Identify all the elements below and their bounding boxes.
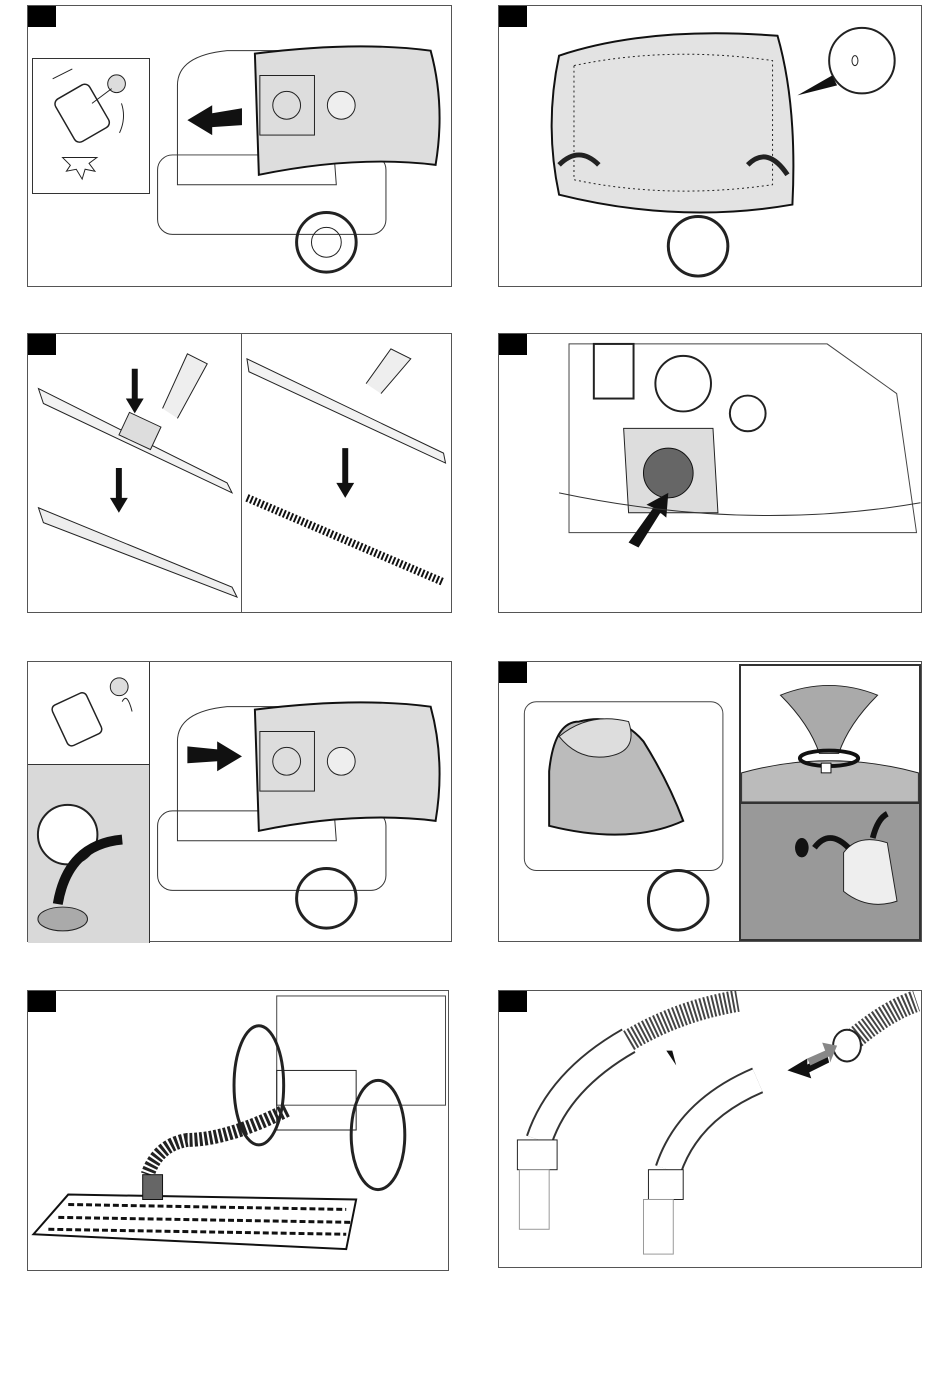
panel-divider xyxy=(241,334,242,612)
disposal-bag-illustration xyxy=(523,701,724,932)
detail-inset-seal xyxy=(739,802,921,941)
step-label-box xyxy=(499,6,527,27)
panel-remove-filter-bag xyxy=(27,5,452,287)
bag-holder-detail-icon xyxy=(51,677,133,747)
vacuum-illustration xyxy=(157,45,441,274)
panel-seal-disposal-bag xyxy=(498,661,922,942)
step-label-box xyxy=(28,6,56,27)
detail-inset-tie xyxy=(739,664,921,804)
panel-fit-cloth-filter-bag xyxy=(498,5,922,287)
bag-tie-detail-icon xyxy=(741,685,919,802)
detail-inset-bottom xyxy=(28,764,150,943)
step-label-box xyxy=(499,662,527,683)
panel-connect-hose-handle xyxy=(498,990,922,1268)
step-label-box xyxy=(28,991,56,1012)
panel-locking-knob xyxy=(498,333,922,613)
bag-collar-detail-icon xyxy=(36,803,123,932)
step-label-box xyxy=(499,334,527,355)
bag-holder-detail-icon xyxy=(52,68,126,181)
knob-illustration xyxy=(558,342,921,548)
detail-inset-top xyxy=(28,662,150,765)
panel-floor-nozzle xyxy=(27,333,452,613)
step-label-box xyxy=(28,334,56,355)
step-label-box xyxy=(499,991,527,1012)
panel-insert-filter-bag xyxy=(27,661,452,943)
cloth-bag-illustration xyxy=(550,26,896,278)
filter-bag-insert-illustration xyxy=(157,701,441,930)
hose-grate-illustration xyxy=(31,995,447,1251)
floor-nozzle-illustration xyxy=(37,348,447,599)
panel-vacuum-grate xyxy=(27,990,449,1271)
detail-inset xyxy=(32,58,150,194)
seal-flap-detail-icon xyxy=(795,811,898,905)
hose-handle-illustration xyxy=(516,991,921,1255)
